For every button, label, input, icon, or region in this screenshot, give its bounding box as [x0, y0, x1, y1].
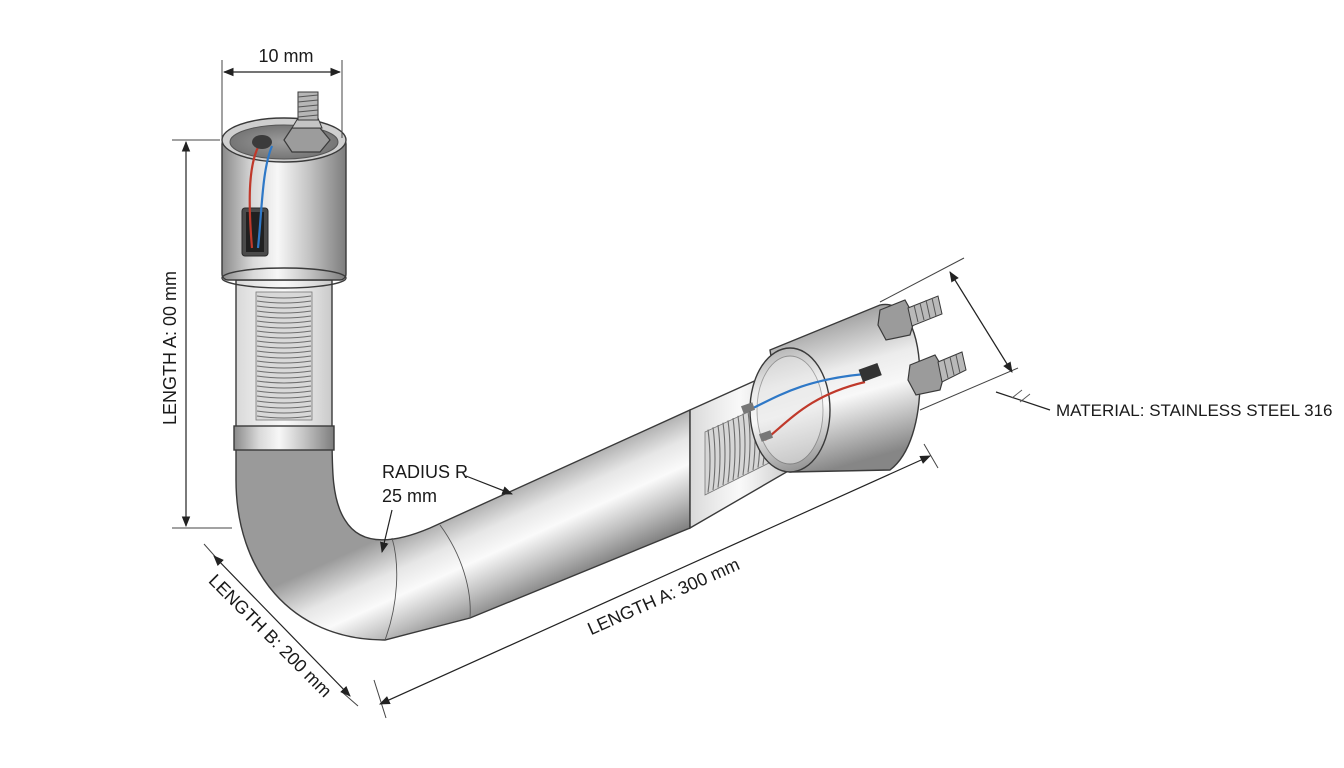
heater-tube	[221, 91, 967, 641]
dimension-diameter-right	[879, 257, 1019, 411]
label-radius-line1: RADIUS R	[382, 462, 468, 482]
label-length-vertical: LENGTH A: 00 mm	[160, 271, 180, 425]
wires-right	[740, 362, 882, 442]
material-note: MATERIAL: STAINLESS STEEL 316	[995, 389, 1333, 420]
label-width-top: 10 mm	[258, 46, 313, 66]
dimension-width-top: 10 mm	[221, 46, 343, 138]
threaded-stud-icon	[283, 91, 331, 153]
wires-top	[248, 135, 274, 249]
collar-ring-vertical	[233, 425, 335, 451]
label-material: MATERIAL: STAINLESS STEEL 316	[1056, 401, 1333, 420]
label-radius-line2: 25 mm	[382, 486, 437, 506]
heating-coil-vertical	[255, 291, 313, 421]
label-length-a: LENGTH A: 300 mm	[585, 554, 743, 639]
dimension-length-vertical: LENGTH A: 00 mm	[160, 139, 232, 529]
